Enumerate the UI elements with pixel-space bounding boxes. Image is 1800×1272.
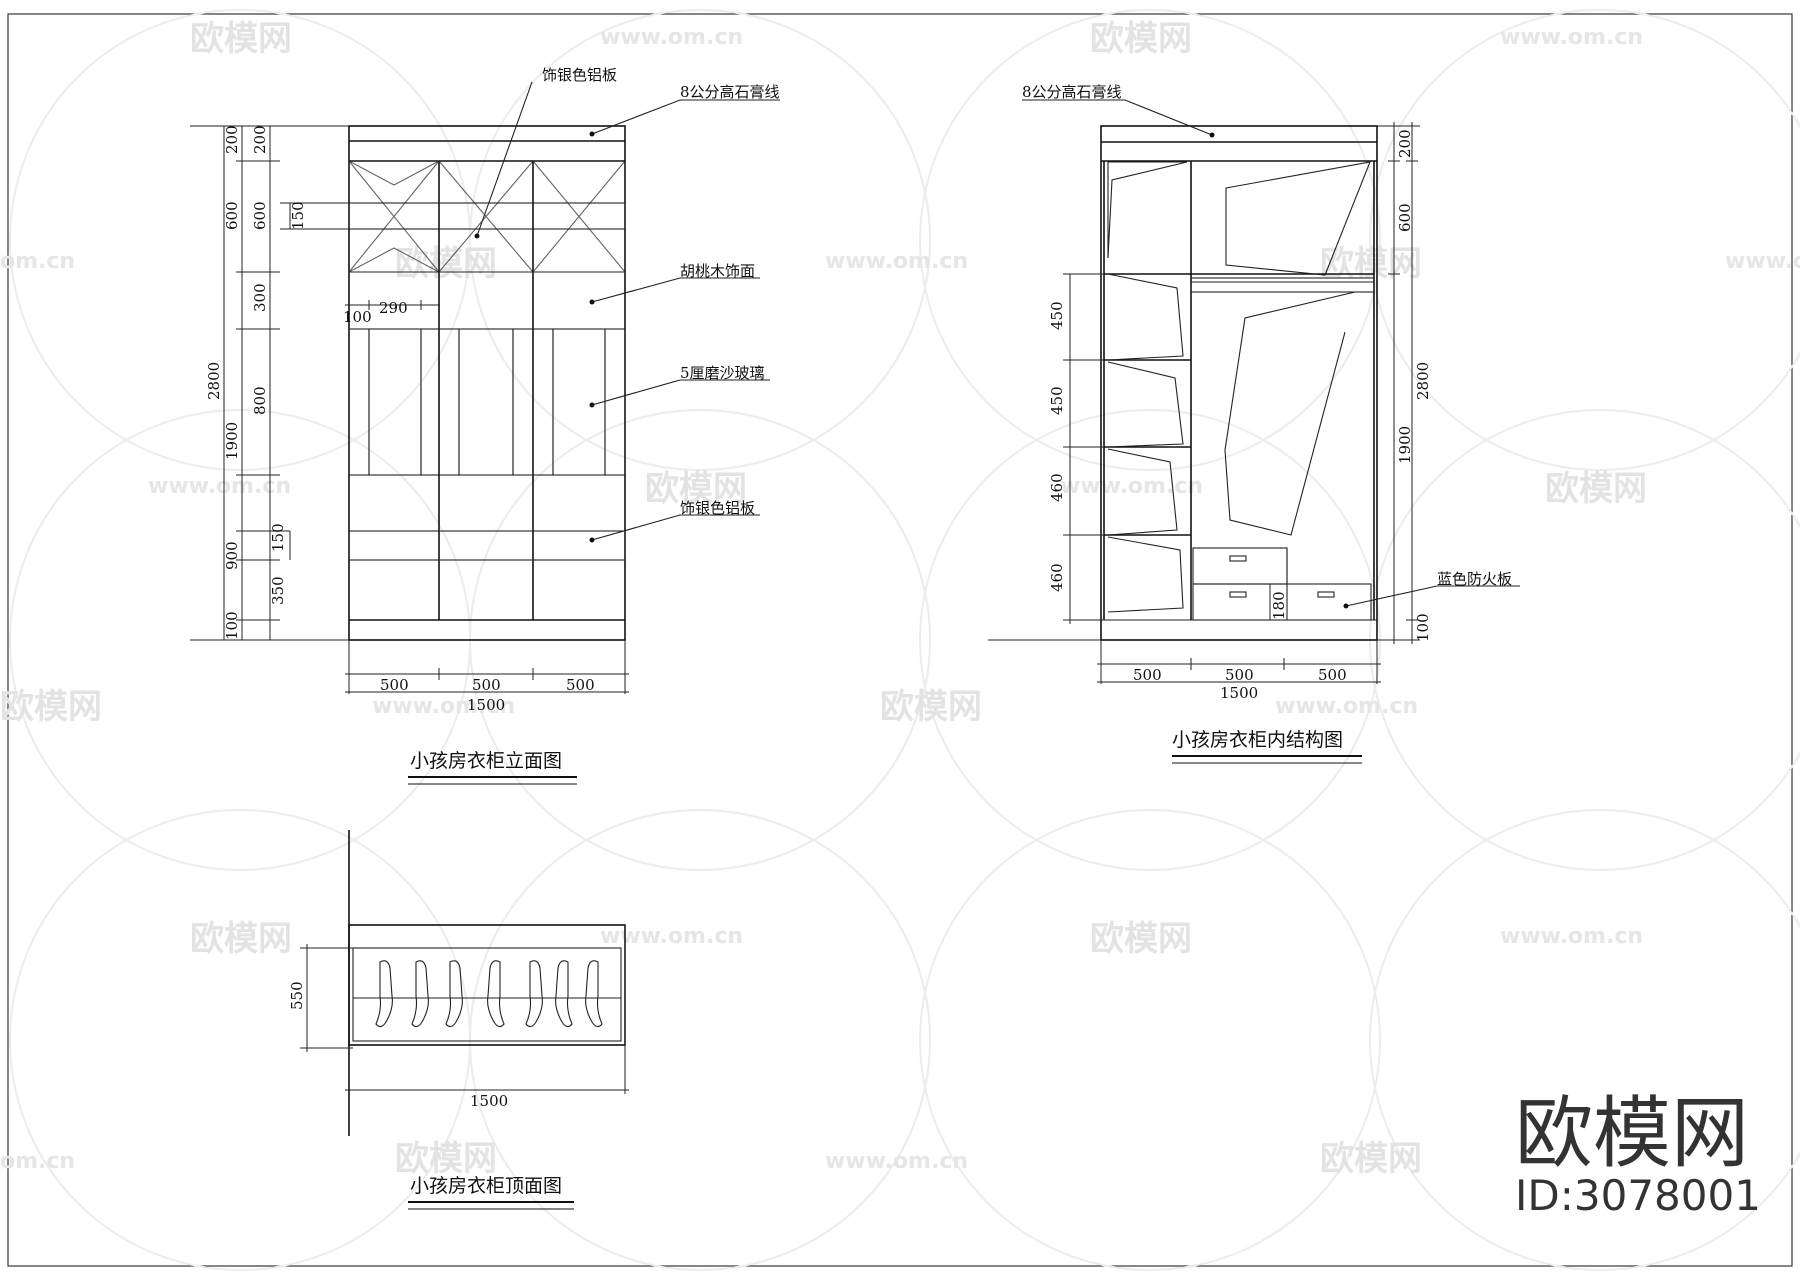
svg-text:2800: 2800 [205, 362, 223, 400]
watermark-brand: 欧模网 [1090, 19, 1192, 59]
svg-text:500: 500 [1133, 666, 1162, 684]
svg-text:1500: 1500 [467, 696, 505, 714]
watermark-brand: 欧模网 [1320, 1139, 1422, 1179]
label-gypsum-line-interior: 8公分高石膏线 [1022, 83, 1122, 101]
watermark-url: om.cn [0, 1149, 75, 1174]
watermark-brand: 欧模网 [190, 19, 292, 59]
silver-band-top [348, 202, 626, 230]
sheet-border [7, 13, 1793, 1267]
svg-text:100: 100 [343, 308, 372, 326]
plan-depth-dim: 550 [288, 981, 306, 1010]
watermark-brand: 欧模网 [1320, 244, 1422, 284]
label-frosted-glass: 5厘磨沙玻璃 [680, 364, 765, 382]
svg-text:900: 900 [223, 541, 241, 570]
svg-text:100: 100 [1414, 613, 1432, 642]
watermark-url: www.om.cn [1060, 474, 1203, 499]
svg-text:150: 150 [289, 201, 307, 230]
svg-text:150: 150 [269, 523, 287, 552]
brand-logo-text: 欧模网 [1515, 1089, 1749, 1179]
svg-text:180: 180 [1270, 591, 1288, 620]
elevation-dims: 200 600 2800 1900 900 100 200 600 150 30… [205, 125, 595, 714]
interior-view: 450 450 460 460 200 600 2800 1900 100 18… [988, 83, 1520, 764]
interior-dims: 450 450 460 460 200 600 2800 1900 100 18… [1048, 129, 1432, 702]
svg-text:460: 460 [1048, 563, 1066, 592]
svg-text:600: 600 [251, 201, 269, 230]
elevation-title: 小孩房衣柜立面图 [410, 750, 562, 772]
svg-text:1900: 1900 [223, 422, 241, 460]
watermark-url: www.om.cn [600, 25, 743, 50]
svg-text:500: 500 [380, 676, 409, 694]
svg-text:300: 300 [251, 283, 269, 312]
label-silver-panel-bottom: 饰银色铝板 [680, 499, 755, 517]
watermark-brand: 欧模网 [0, 687, 102, 727]
watermark-url: om.cn [0, 249, 75, 274]
watermark-brand: 欧模网 [645, 469, 747, 509]
drawer [1192, 583, 1372, 621]
svg-text:1900: 1900 [1396, 426, 1414, 464]
plan-view: 550 1500 小孩房衣柜顶面图 [288, 830, 629, 1210]
watermark-url: www.om.cn [600, 924, 743, 949]
watermark-url: www.om.cn [1500, 25, 1643, 50]
watermark-arcs [9, 9, 1800, 1271]
watermark-url: www.om.cn [148, 474, 291, 499]
svg-text:200: 200 [1396, 129, 1414, 158]
interior-title: 小孩房衣柜内结构图 [1172, 729, 1343, 751]
svg-text:2800: 2800 [1414, 362, 1432, 400]
hangers [375, 960, 603, 1028]
brand-stamp: 欧模网 ID:3078001 [1515, 1089, 1761, 1220]
interior-frame [1100, 125, 1378, 641]
svg-text:200: 200 [223, 125, 241, 154]
plan-title: 小孩房衣柜顶面图 [410, 1175, 562, 1197]
svg-text:460: 460 [1048, 473, 1066, 502]
watermark-url: www.om.cn [825, 249, 968, 274]
watermark-brand-texts: 欧模网 欧模网 欧模网 欧模网 欧模网 欧模网 欧模网 欧模网 欧模网 欧模网 … [0, 19, 1647, 1179]
watermark-url-texts: www.om.cn www.om.cn www.om.cn www.om.cn … [0, 25, 1800, 1174]
glass-panels [348, 328, 626, 476]
svg-text:350: 350 [269, 576, 287, 605]
svg-text:600: 600 [1396, 203, 1414, 232]
elevation-annotations: 饰银色铝板 8公分高石膏线 胡桃木饰面 5厘磨沙玻璃 饰银色铝板 [474, 66, 780, 543]
label-walnut: 胡桃木饰面 [680, 262, 755, 280]
watermark-url: www.om.cn [825, 1149, 968, 1174]
label-silver-panel-top: 饰银色铝板 [542, 66, 617, 84]
svg-text:600: 600 [223, 201, 241, 230]
watermark-url: www.om.cn [1275, 694, 1418, 719]
svg-text:200: 200 [251, 125, 269, 154]
svg-text:500: 500 [1318, 666, 1347, 684]
interior-annotations: 8公分高石膏线 蓝色防火板 [1022, 83, 1520, 609]
label-blue-board: 蓝色防火板 [1437, 570, 1512, 588]
watermark-brand: 欧模网 [1545, 469, 1647, 509]
svg-text:800: 800 [251, 386, 269, 415]
svg-text:100: 100 [223, 611, 241, 640]
svg-text:450: 450 [1048, 386, 1066, 415]
plan-width-dim: 1500 [470, 1092, 508, 1110]
watermark-brand: 欧模网 [190, 919, 292, 959]
elevation-view: 200 600 2800 1900 900 100 200 600 150 30… [190, 66, 780, 785]
svg-text:1500: 1500 [1220, 684, 1258, 702]
watermark-brand: 欧模网 [395, 1139, 497, 1179]
svg-text:500: 500 [566, 676, 595, 694]
silver-band-bottom [348, 530, 626, 561]
plan-outline [348, 924, 626, 1046]
watermark-brand: 欧模网 [1090, 919, 1192, 959]
label-gypsum-line: 8公分高石膏线 [680, 83, 780, 101]
svg-text:500: 500 [1225, 666, 1254, 684]
watermark-brand: 欧模网 [880, 687, 982, 727]
watermark-url: www.om.cn [1500, 924, 1643, 949]
model-id: ID:3078001 [1515, 1171, 1761, 1220]
watermark-url: www.om.cn [1725, 249, 1800, 274]
svg-text:500: 500 [472, 676, 501, 694]
svg-text:450: 450 [1048, 301, 1066, 330]
watermark-url: www.om.cn [372, 694, 515, 719]
svg-text:290: 290 [379, 299, 408, 317]
drawer [1192, 547, 1288, 585]
